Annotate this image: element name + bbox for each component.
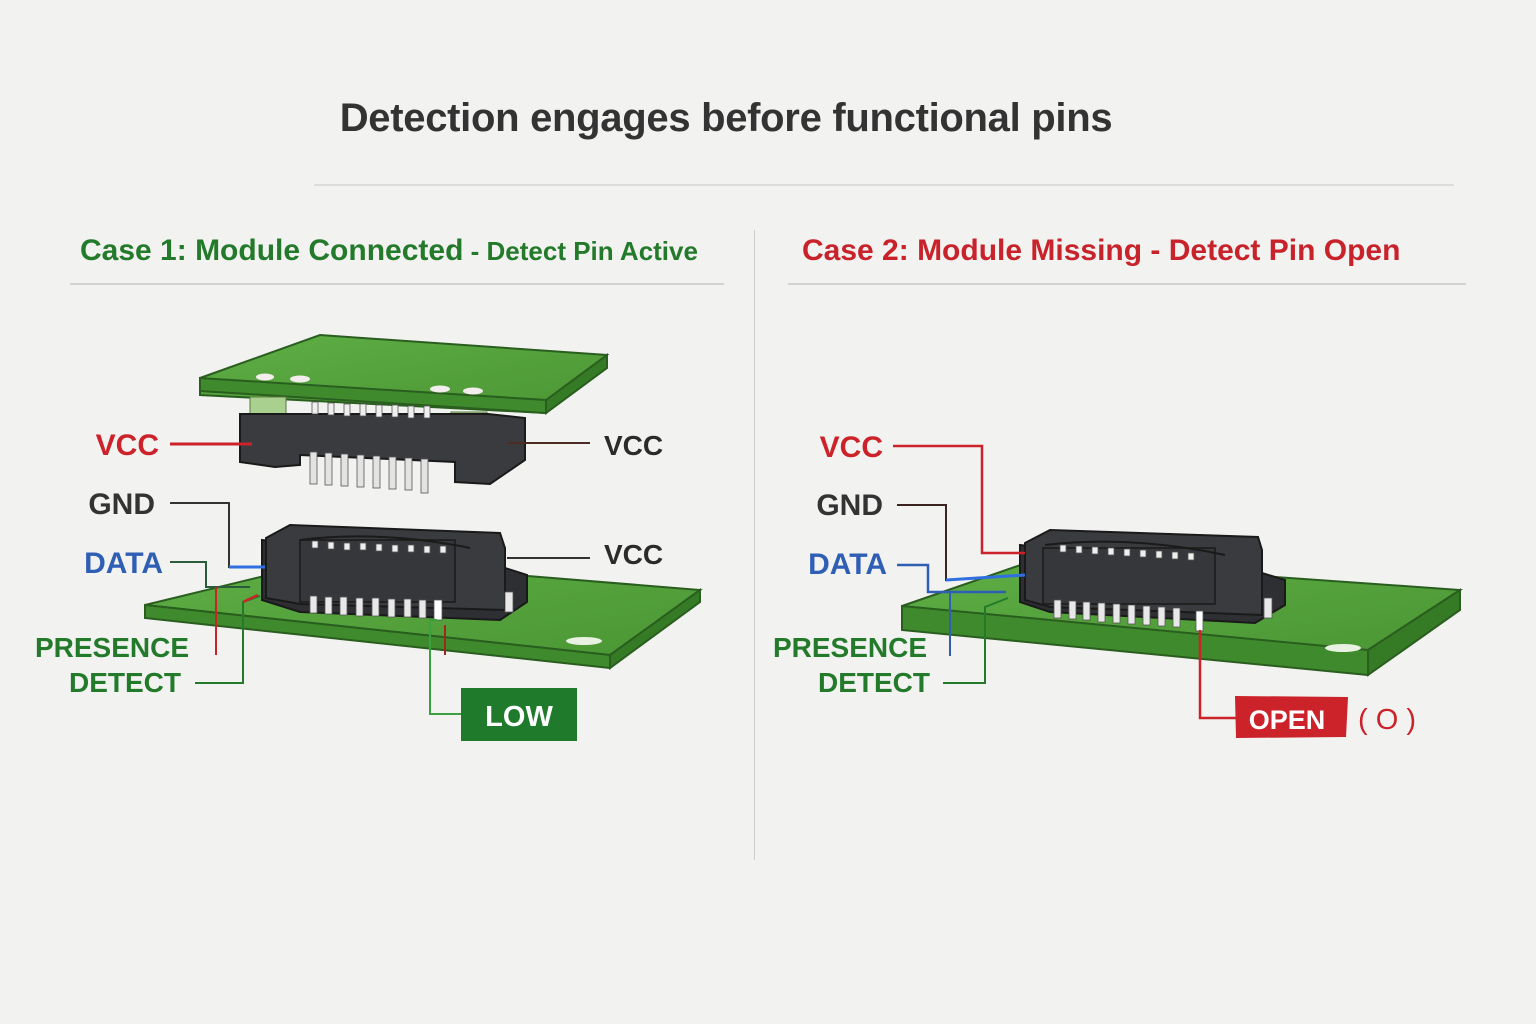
title-divider: [314, 184, 1454, 186]
case1-subtitle: - Detect Pin Active: [463, 236, 698, 266]
case1-title: Case 1: Module Connected: [80, 234, 464, 267]
case2-open-text: OPEN: [1249, 705, 1326, 735]
case2-gnd-leader: [897, 504, 1026, 582]
case1-receptacle-connector: [261, 523, 528, 622]
case1-label-vcc-right-top: VCC: [604, 430, 663, 461]
case2-open-leader: [1198, 630, 1236, 720]
diagram-title: Detection engages before functional pins: [339, 96, 1113, 140]
case1-label-vcc-left: VCC: [96, 429, 159, 462]
case1-label-data: DATA: [84, 547, 163, 580]
case2-title: Case 2: Module Missing - Detect Pin Open: [802, 234, 1401, 267]
case1-data-leader: [170, 561, 250, 588]
case2-heading: Case 2: Module Missing - Detect Pin Open: [802, 234, 1400, 268]
case2-receptacle-connector: [1019, 528, 1286, 632]
case2-data-leader: [897, 563, 1006, 594]
case1-diagram: VCC VCC VCC GND DATA PRESENCE DETECT LOW: [35, 333, 703, 741]
case1-label-presence: PRESENCE: [35, 632, 189, 663]
case1-low-badge: LOW: [461, 688, 577, 741]
case2-diagram: VCC GND DATA PRESENCE DETECT OPEN ( O ): [773, 431, 1464, 738]
case1-module-pcb: [199, 333, 610, 415]
case2-presence-leader: [943, 597, 1009, 684]
case1-label-detect: DETECT: [69, 667, 181, 698]
case1-heading: Case 1: Module Connected - Detect Pin Ac…: [80, 234, 698, 268]
case2-open-badge: OPEN: [1235, 696, 1348, 738]
case1-label-vcc-right-bottom: VCC: [604, 539, 663, 570]
case1-low-leader: [429, 619, 462, 715]
case1-label-gnd: GND: [88, 488, 155, 521]
case1-low-text: LOW: [485, 701, 553, 733]
case2-label-data: DATA: [808, 548, 887, 581]
panel-divider: [754, 230, 755, 860]
case1-plug-connector: [239, 396, 526, 494]
case2-rule: [788, 283, 1466, 285]
case1-rule: [70, 283, 724, 285]
case2-label-detect: DETECT: [818, 667, 930, 698]
case2-label-vcc: VCC: [820, 431, 883, 464]
case2-vcc-leader: [893, 444, 1025, 555]
case2-label-presence: PRESENCE: [773, 632, 927, 663]
case2-open-suffix: ( O ): [1358, 704, 1416, 736]
case2-gnd-blue-trace: [945, 573, 1026, 582]
case1-gnd-leader: [170, 502, 265, 568]
case1-presence-red-tip: [242, 593, 259, 604]
case2-label-gnd: GND: [816, 489, 883, 522]
